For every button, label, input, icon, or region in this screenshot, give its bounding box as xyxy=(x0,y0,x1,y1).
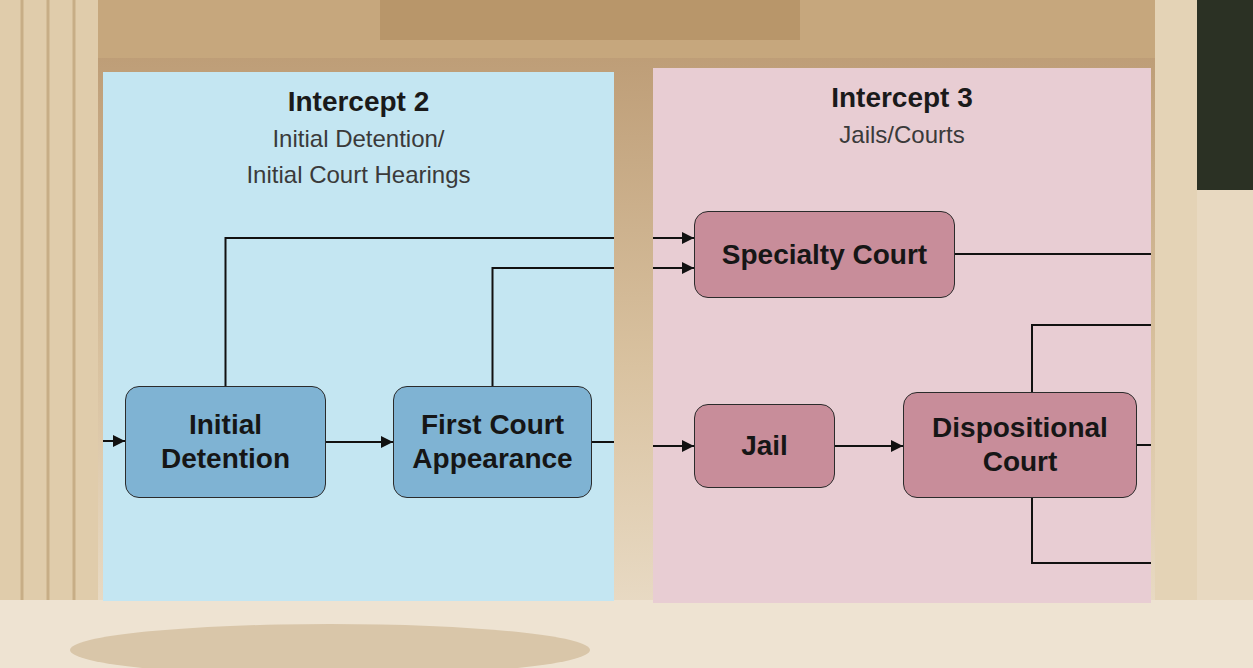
exit-line xyxy=(1032,325,1151,392)
right-column xyxy=(1155,0,1197,668)
column-base xyxy=(70,624,590,668)
flow-connector xyxy=(226,238,695,386)
intercept-panel: Intercept 2Initial Detention/ Initial Co… xyxy=(103,72,614,601)
flow-connector xyxy=(326,441,393,443)
flow-connector xyxy=(835,445,903,447)
panel-subheading: Initial Detention/ Initial Court Hearing… xyxy=(244,121,474,193)
flow-connector xyxy=(493,268,695,386)
box-label: Jail xyxy=(703,429,826,463)
panel-subheading: Jails/Courts xyxy=(653,117,1151,153)
capital-shadow xyxy=(380,0,800,40)
flow-connector xyxy=(592,442,694,446)
incoming-arrow xyxy=(103,440,125,442)
process-box: First Court Appearance xyxy=(393,386,592,498)
box-label: Specialty Court xyxy=(703,238,946,272)
column-fluting xyxy=(47,0,50,640)
right-pillar xyxy=(1197,190,1253,668)
box-label: Initial Detention xyxy=(134,408,317,475)
process-box: Specialty Court xyxy=(694,211,955,298)
dark-doorway xyxy=(1197,0,1253,190)
intercept-panel: Intercept 3Jails/CourtsSpecialty CourtJa… xyxy=(653,68,1151,603)
stone-floor xyxy=(0,600,1253,668)
entablature xyxy=(0,0,1253,58)
process-box: Dispositional Court xyxy=(903,392,1137,498)
process-box: Initial Detention xyxy=(125,386,326,498)
exit-line xyxy=(1137,444,1151,446)
box-label: First Court Appearance xyxy=(402,408,583,475)
panel-heading: Intercept 2 xyxy=(103,84,614,119)
panel-heading: Intercept 3 xyxy=(653,80,1151,115)
left-column xyxy=(0,0,98,668)
process-box: Jail xyxy=(694,404,835,488)
exit-line xyxy=(1032,498,1151,563)
column-fluting xyxy=(21,0,24,640)
column-fluting xyxy=(73,0,76,640)
box-label: Dispositional Court xyxy=(912,411,1128,478)
exit-line xyxy=(955,253,1151,255)
